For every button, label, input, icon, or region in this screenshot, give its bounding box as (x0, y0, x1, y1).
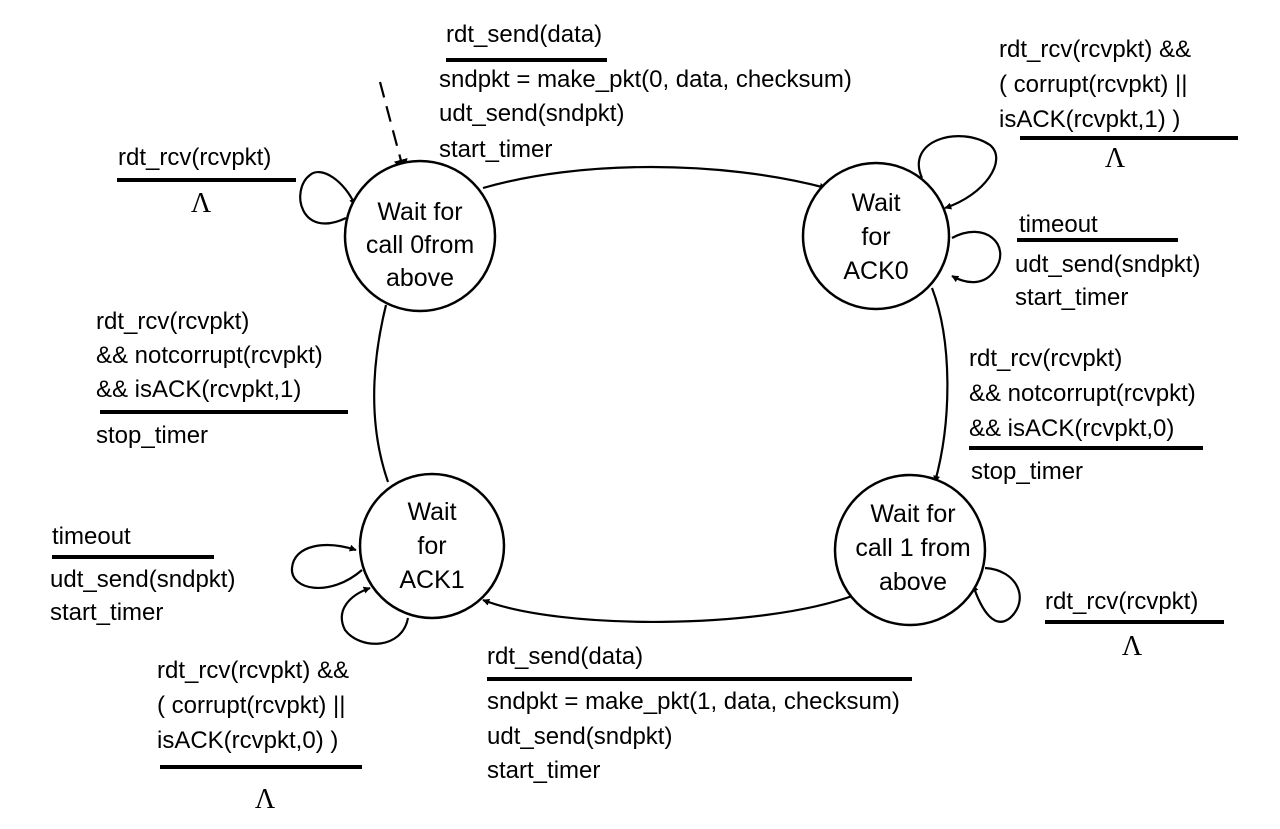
loop-call1 (971, 566, 1021, 623)
transition-event: rdt_send(data) (487, 643, 643, 670)
transition-action: udt_send(sndpkt) (487, 723, 672, 750)
edge-ack0-to-call1 (930, 287, 949, 483)
transition-event: rdt_rcv(rcvpkt) (96, 308, 249, 335)
transition-event: && notcorrupt(rcvpkt) (969, 380, 1196, 407)
transition-action: udt_send(sndpkt) (439, 100, 624, 127)
transition-action: sndpkt = make_pkt(0, data, checksum) (439, 66, 852, 93)
state-label: above (386, 264, 454, 292)
state-wait-ack1: Wait for ACK1 (358, 472, 506, 620)
initial-arrow (378, 81, 408, 174)
transition-event: rdt_send(data) (446, 21, 602, 48)
transition-event: rdt_rcv(rcvpkt) && (999, 36, 1191, 63)
state-label: Wait for (377, 198, 462, 226)
transition-ack1-ok: rdt_rcv(rcvpkt) && notcorrupt(rcvpkt) &&… (96, 308, 348, 449)
state-label: call 1 from (855, 534, 970, 562)
transition-event: && isACK(rcvpkt,1) (96, 376, 301, 403)
loop-ack0-right (951, 230, 1002, 284)
state-wait-call1: Wait for call 1 from above (833, 473, 987, 627)
transition-action: start_timer (487, 757, 600, 784)
lambda-action: Λ (1105, 143, 1126, 174)
transition-action: sndpkt = make_pkt(1, data, checksum) (487, 688, 900, 715)
loop-call0 (299, 171, 357, 225)
state-label: Wait for (870, 500, 955, 528)
transition-action: start_timer (50, 599, 163, 626)
transition-action: stop_timer (96, 422, 208, 449)
transition-ack1-timeout: timeout udt_send(sndpkt) start_timer (50, 523, 235, 626)
transition-event: isACK(rcvpkt,0) ) (157, 727, 338, 754)
lambda-action: Λ (255, 784, 276, 815)
transition-action: stop_timer (971, 458, 1083, 485)
lambda-action: Λ (1122, 631, 1143, 662)
state-label: ACK1 (399, 566, 464, 594)
transition-event: && isACK(rcvpkt,0) (969, 415, 1174, 442)
state-label: Wait (407, 498, 456, 526)
loop-ack0-top (917, 135, 998, 210)
transition-event: ( corrupt(rcvpkt) || (157, 692, 345, 719)
state-label: above (879, 568, 947, 596)
state-label: Wait (851, 189, 900, 217)
edge-call0-to-ack0 (482, 165, 827, 190)
state-label: ACK0 (843, 257, 908, 285)
transition-call0-rcv: rdt_rcv(rcvpkt) Λ (117, 144, 296, 219)
transition-action: start_timer (1015, 284, 1128, 311)
transition-action: udt_send(sndpkt) (1015, 251, 1200, 278)
transition-event: && notcorrupt(rcvpkt) (96, 342, 323, 369)
state-label: call 0from (366, 231, 474, 259)
transition-ack0-timeout: timeout udt_send(sndpkt) start_timer (1015, 211, 1200, 311)
transition-ack0-ok: rdt_rcv(rcvpkt) && notcorrupt(rcvpkt) &&… (969, 345, 1203, 485)
transition-ack0-corrupt: rdt_rcv(rcvpkt) && ( corrupt(rcvpkt) || … (999, 36, 1238, 174)
loop-ack1-bottom (340, 586, 410, 645)
transition-action: udt_send(sndpkt) (50, 566, 235, 593)
transition-event: rdt_rcv(rcvpkt) (969, 345, 1122, 372)
transition-event: timeout (1019, 211, 1098, 238)
state-wait-ack0: Wait for ACK0 (801, 161, 951, 311)
loop-ack1-left (290, 544, 363, 590)
state-wait-call0: Wait for call 0from above (343, 159, 497, 313)
state-label: for (861, 223, 890, 251)
transition-call1-rcv: rdt_rcv(rcvpkt) Λ (1045, 588, 1224, 662)
transition-event: ( corrupt(rcvpkt) || (999, 71, 1187, 98)
transition-event: isACK(rcvpkt,1) ) (999, 106, 1180, 133)
transition-ack1-corrupt: rdt_rcv(rcvpkt) && ( corrupt(rcvpkt) || … (157, 657, 362, 815)
edge-call1-to-ack1 (482, 593, 856, 623)
transition-event: timeout (52, 523, 131, 550)
transition-event: rdt_rcv(rcvpkt) (1045, 588, 1198, 615)
lambda-action: Λ (191, 188, 212, 219)
edge-ack1-to-call0 (373, 304, 390, 483)
transition-send1: rdt_send(data) sndpkt = make_pkt(1, data… (487, 643, 912, 784)
transition-event: rdt_rcv(rcvpkt) && (157, 657, 349, 684)
transition-action: start_timer (439, 136, 552, 163)
transition-send0: rdt_send(data) sndpkt = make_pkt(0, data… (439, 21, 852, 163)
transition-event: rdt_rcv(rcvpkt) (118, 144, 271, 171)
state-label: for (417, 532, 446, 560)
